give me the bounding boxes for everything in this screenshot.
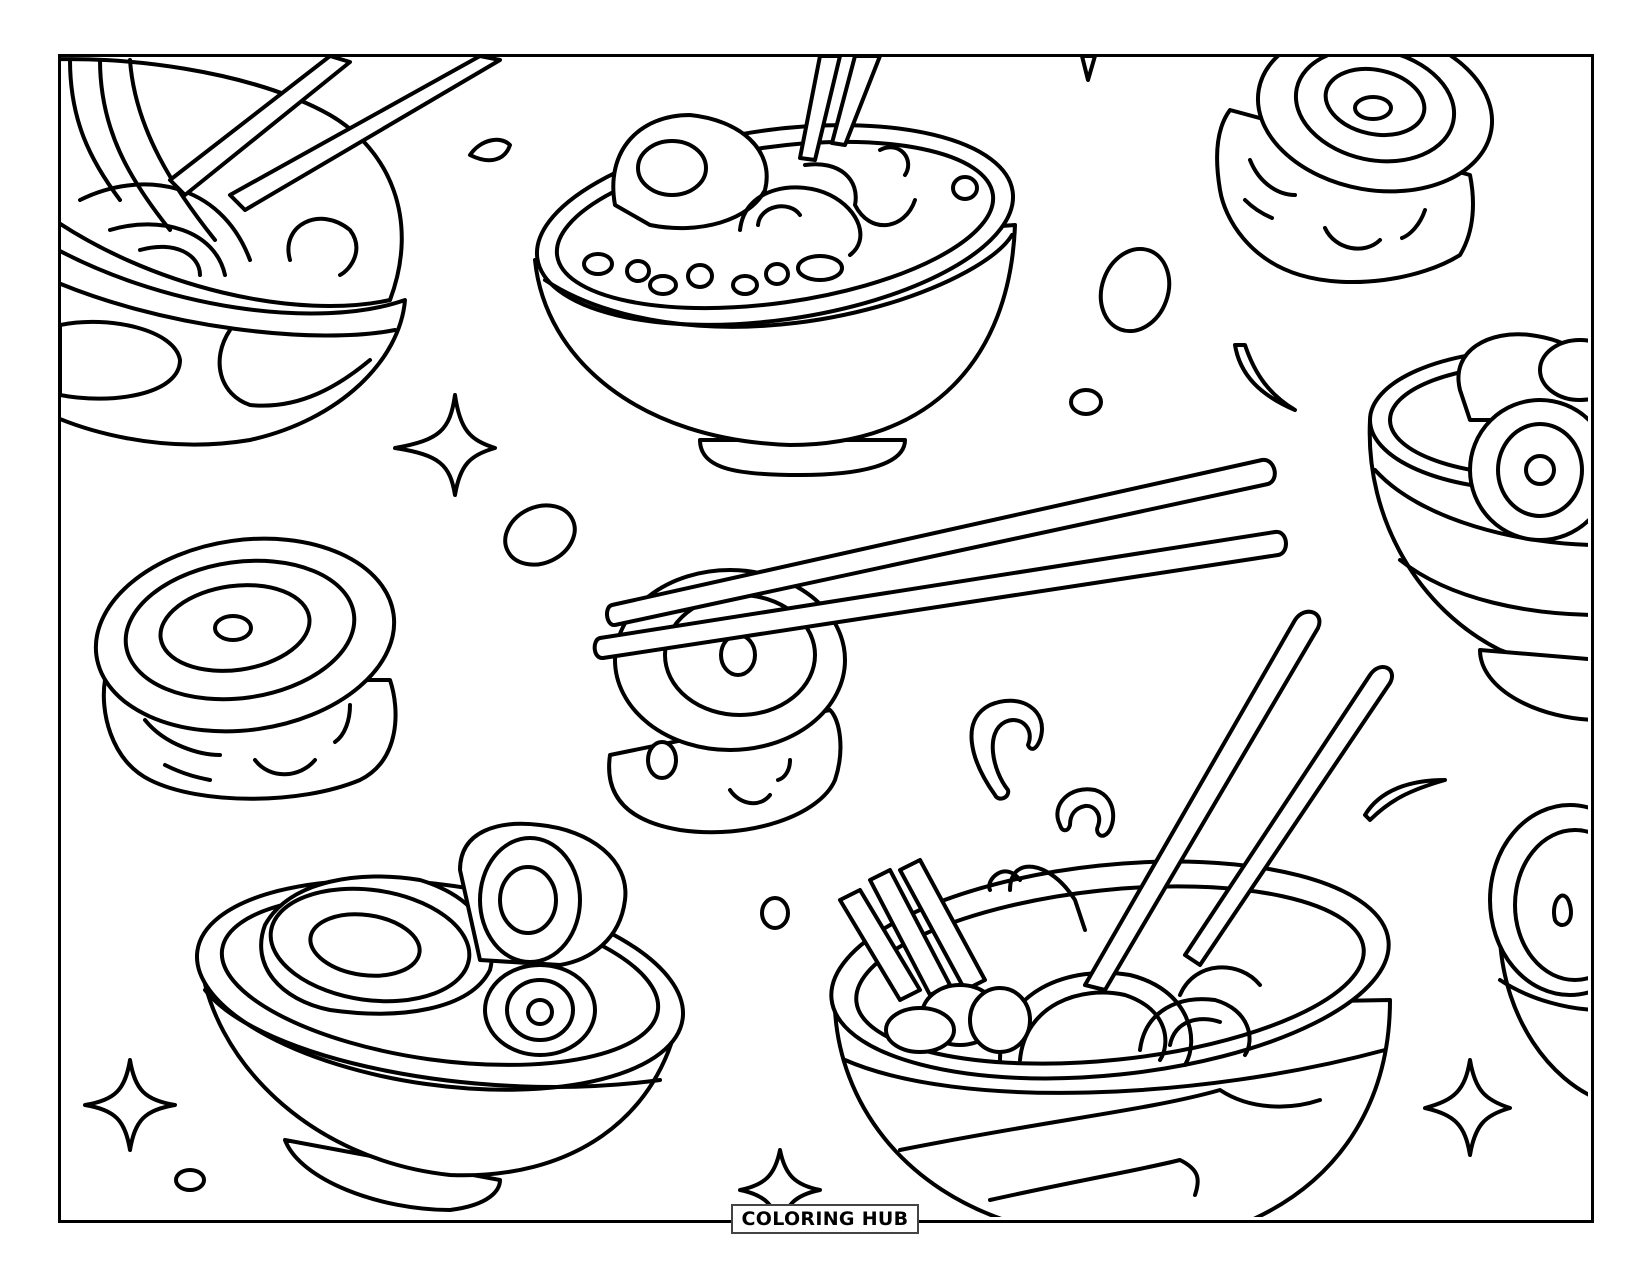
sushi-bowl-right [1370,334,1588,720]
steam-swirls [470,140,1445,836]
sparkle-bottom-left [85,1060,175,1150]
sushi-bowl-bottom-left [183,824,696,1210]
sparkle-left [395,395,495,495]
droplets [176,239,1180,1190]
coloring-hub-logo: COLORING HUB [731,1204,919,1234]
sparkle-bottom-right [1425,1060,1510,1155]
chopsticks-with-sushi [595,460,1286,832]
noodle-bowl-bottom-center [821,612,1400,1217]
ramen-bowl-top-center [524,56,1026,475]
sparkle-bottom-center [740,1150,820,1217]
sparkle-top [1082,56,1095,80]
sushi-roll-top-right [1217,56,1505,282]
bowl-bottom-right [1490,805,1588,1100]
noodle-bowl-top-left [60,56,500,445]
sushi-roll-left [83,520,407,799]
